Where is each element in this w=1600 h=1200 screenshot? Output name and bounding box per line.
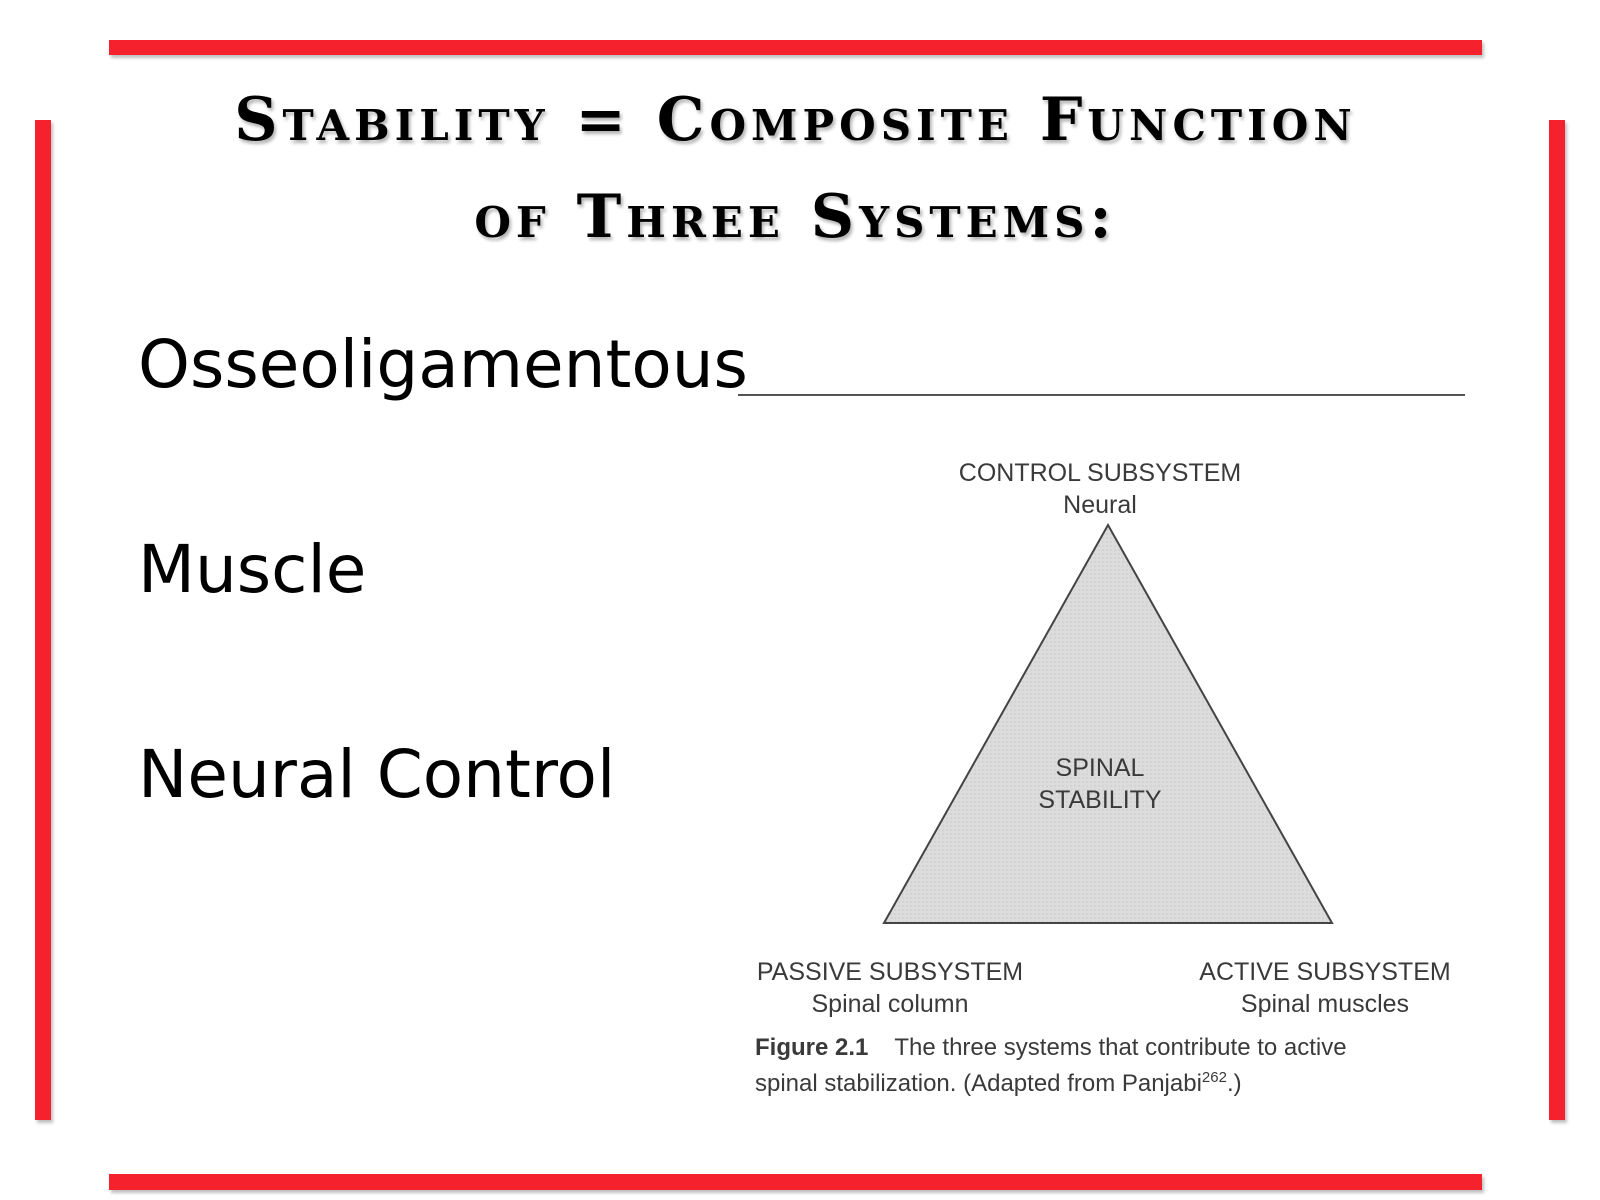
figure-caption: Figure 2.1 The three systems that contrib… [755,1033,1455,1099]
spinal-stability-line-2: STABILITY [1038,786,1162,814]
bullet-muscle: Muscle [138,531,367,608]
figure-caption-line-1: Figure 2.1 The three systems that contrib… [755,1033,1455,1063]
bullet-osseoligamentous: Osseoligamentous [138,326,748,403]
figure-caption-text-1: The three systems that contribute to act… [894,1034,1347,1061]
frame-bottom-bar [109,1174,1482,1190]
spinal-stability-line-1: SPINAL [1055,754,1145,782]
stability-triangle [882,522,1334,924]
slide-title-line-2: of Three Systems: [474,182,1117,252]
spinal-stability-triangle-figure [882,522,1334,924]
active-subsystem-sublabel: Spinal muscles [1240,990,1410,1018]
figure-caption-label: Figure 2.1 [755,1034,869,1061]
active-subsystem-label: ACTIVE SUBSYSTEM [1199,958,1451,986]
passive-subsystem-sublabel: Spinal column [811,990,969,1018]
figure-caption-text-2: spinal stabilization. (Adapted from Panj… [755,1070,1202,1097]
figure-caption-end: .) [1226,1070,1242,1097]
frame-top-bar [109,40,1482,55]
bullet-neural-control: Neural Control [138,736,616,813]
spinal-stability-label: SPINAL STABILITY [1000,752,1200,816]
slide-title-line-1: Stability = Composite Function [234,85,1357,155]
frame-left-bar [35,120,51,1120]
figure-caption-line-2: spinal stabilization. (Adapted from Panj… [755,1063,1455,1099]
figure-caption-superscript: 262 [1201,1069,1227,1086]
passive-subsystem-label: PASSIVE SUBSYSTEM [756,958,1024,986]
control-subsystem-sublabel: Neural [1063,491,1137,519]
figure-top-rule [738,394,1465,396]
control-subsystem-label: CONTROL SUBSYSTEM [958,459,1242,487]
frame-right-bar [1549,120,1565,1120]
